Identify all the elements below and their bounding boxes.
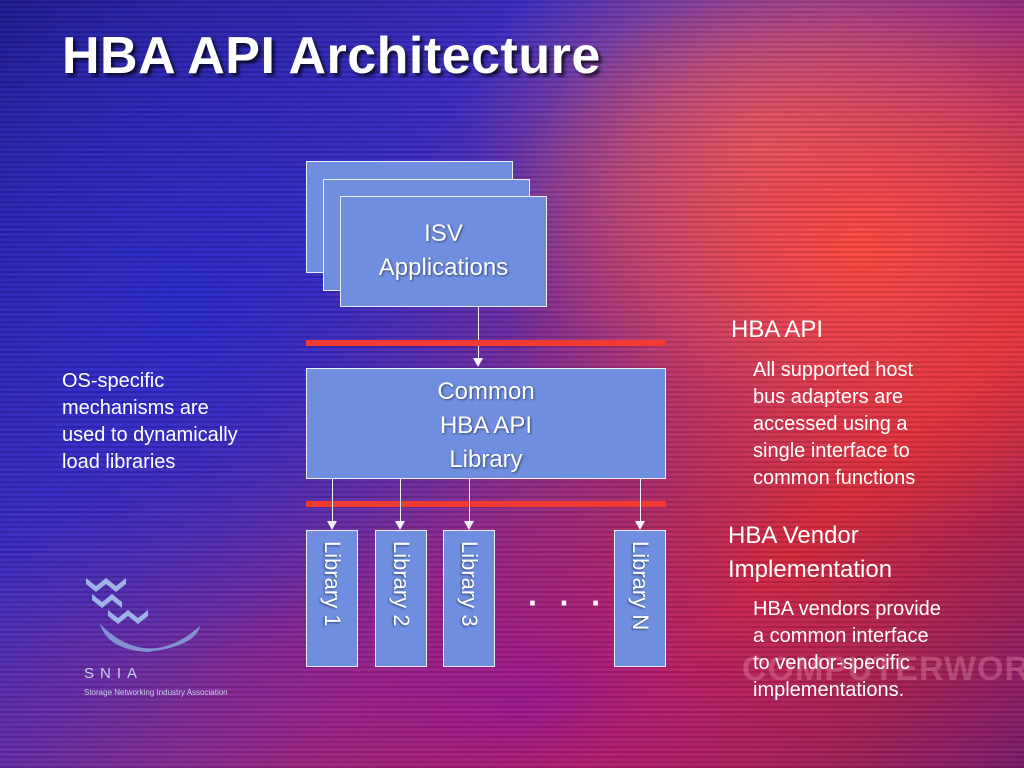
hba-api-line: common functions bbox=[753, 467, 916, 489]
arrow-to-library-3 bbox=[469, 479, 470, 522]
slide-title: HBA API Architecture bbox=[62, 27, 601, 85]
arrow-to-library-n bbox=[640, 479, 641, 522]
hba-api-line: single interface to bbox=[753, 440, 910, 462]
library-n-label: Library N bbox=[628, 541, 653, 631]
hba-api-line: accessed using a bbox=[753, 413, 908, 435]
library-2-label: Library 2 bbox=[389, 541, 414, 627]
arrowhead-to-library-3 bbox=[464, 521, 474, 530]
arrow-to-library-1 bbox=[332, 479, 333, 522]
vendor-impl-heading: HBA Vendor Implementation bbox=[728, 519, 892, 587]
library-n-box: Library N bbox=[614, 530, 666, 667]
more-libraries-ellipsis: · · · bbox=[528, 585, 608, 621]
arrow-isv-to-common bbox=[478, 307, 479, 359]
vendor-impl-line: implementations. bbox=[753, 679, 905, 701]
vendor-divider bbox=[306, 501, 666, 507]
hba-api-heading: HBA API bbox=[731, 316, 824, 343]
watermark-text: COMPUTERWORLD bbox=[742, 650, 1024, 688]
arrowhead-to-library-2 bbox=[395, 521, 405, 530]
isv-label-line2: Applications bbox=[378, 254, 509, 281]
vendor-impl-line: to vendor-specific bbox=[753, 652, 910, 674]
os-specific-note: OS-specific mechanisms are used to dynam… bbox=[62, 368, 238, 476]
isv-label-line1: ISV bbox=[424, 220, 463, 247]
arrowhead-to-library-1 bbox=[327, 521, 337, 530]
common-label-line2: HBA API bbox=[439, 412, 533, 439]
common-label-line1: Common bbox=[437, 378, 535, 405]
common-label-line3: Library bbox=[449, 446, 523, 473]
vendor-impl-line: HBA vendors provide bbox=[753, 598, 941, 620]
os-note-line: load libraries bbox=[62, 451, 176, 473]
os-note-line: used to dynamically bbox=[62, 424, 238, 446]
vendor-heading-line2: Implementation bbox=[728, 556, 893, 583]
snia-logo-name: SNIA bbox=[84, 665, 144, 682]
vendor-impl-line: a common interface bbox=[753, 625, 929, 647]
arrowhead-to-library-n bbox=[635, 521, 645, 530]
hba-api-description: All supported host bus adapters are acce… bbox=[753, 357, 915, 492]
snia-logo-subtitle: Storage Networking Industry Association bbox=[84, 688, 228, 697]
vendor-impl-description: HBA vendors provide a common interface t… bbox=[753, 596, 941, 704]
arrowhead-isv-to-common bbox=[473, 358, 483, 367]
hba-api-line: bus adapters are bbox=[753, 386, 904, 408]
vendor-heading-line1: HBA Vendor bbox=[728, 522, 859, 549]
hba-api-line: All supported host bbox=[753, 359, 914, 381]
common-library-box: Common HBA API Library bbox=[306, 368, 666, 479]
library-1-box: Library 1 bbox=[306, 530, 358, 667]
library-1-label: Library 1 bbox=[320, 541, 345, 627]
hba-api-divider bbox=[306, 340, 666, 346]
library-3-box: Library 3 bbox=[443, 530, 495, 667]
os-note-line: OS-specific bbox=[62, 370, 165, 392]
isv-box-front: ISV Applications bbox=[340, 196, 547, 307]
library-3-label: Library 3 bbox=[457, 541, 482, 627]
os-note-line: mechanisms are bbox=[62, 397, 209, 419]
snia-logo-icon bbox=[86, 578, 200, 652]
library-2-box: Library 2 bbox=[375, 530, 427, 667]
arrow-to-library-2 bbox=[400, 479, 401, 522]
